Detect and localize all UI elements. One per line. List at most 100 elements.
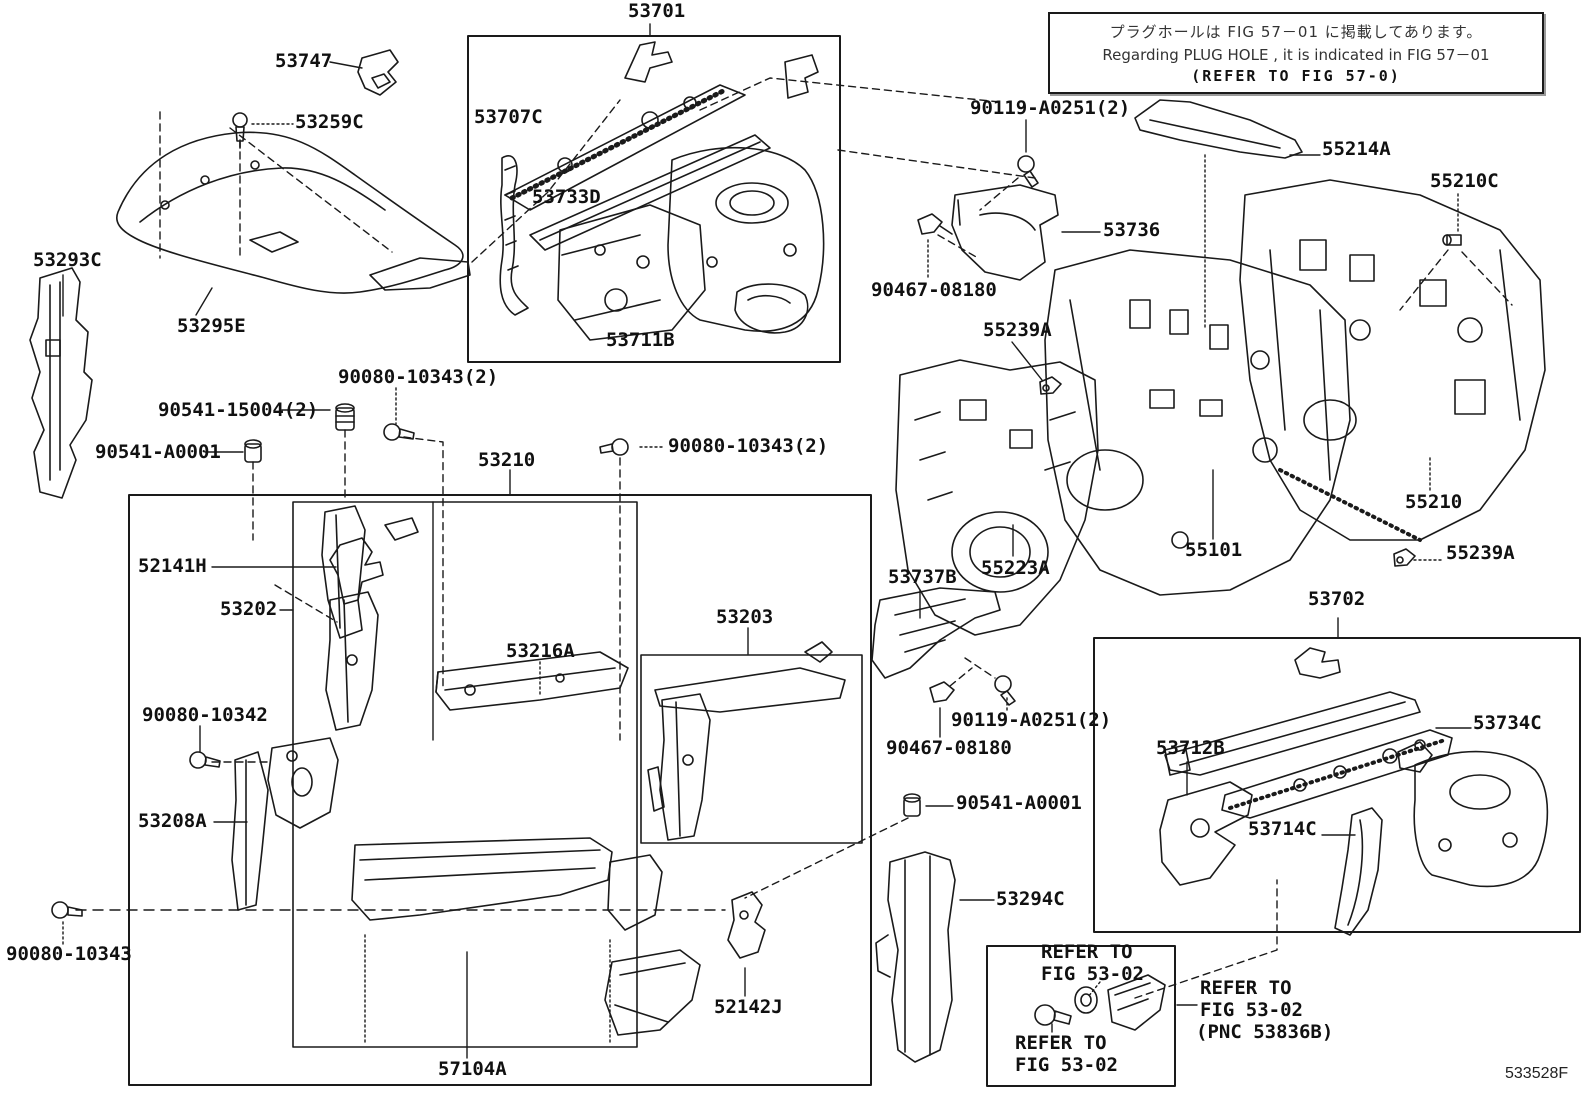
part-label-53711B: 53711B: [606, 329, 675, 351]
sketch-bolt-90119-low: [994, 675, 1016, 706]
note-text-japanese: プラグホールは FIG 57－01 に掲載してあります。: [1109, 23, 1483, 41]
part-label-53202: 53202: [220, 598, 278, 620]
sketch-53712B: [1159, 781, 1253, 886]
part-label-90119-A0251-low: 90119-A0251(2): [951, 709, 1112, 731]
part-label-90541-A0001-low: 90541-A0001: [956, 792, 1082, 814]
sketch-53701-assembly: [499, 41, 825, 341]
box-53701: [467, 35, 841, 363]
part-label-90541-A0001: 90541-A0001: [95, 441, 221, 463]
sketch-bolt-90080-10342: [189, 751, 221, 769]
sketch-52142J: [727, 891, 766, 959]
part-label-53259C: 53259C: [295, 111, 364, 133]
sketch-52141H: [329, 537, 384, 605]
part-label-53203: 53203: [716, 606, 774, 628]
ref-box-line2: FIG 53-02: [1041, 963, 1144, 985]
part-label-90080-10342: 90080-10342: [142, 704, 268, 726]
ref-note-line3: (PNC 53836B): [1196, 1021, 1334, 1043]
part-label-55101: 55101: [1185, 539, 1243, 561]
ref-note-line2: FIG 53-02: [1200, 999, 1303, 1021]
part-label-90467-08180-low: 90467-08180: [886, 737, 1012, 759]
part-label-53736: 53736: [1103, 219, 1161, 241]
part-label-53295E: 53295E: [177, 315, 246, 337]
sketch-dash-panel-55101: [1044, 249, 1351, 596]
sketch-bolt-90080-10343-top: [383, 423, 415, 441]
part-label-55210C: 55210C: [1430, 170, 1499, 192]
part-label-53747: 53747: [275, 50, 333, 72]
sketch-53208A: [231, 737, 339, 911]
sketch-53736: [951, 184, 1059, 281]
sketch-bolt-90080-10343-bl: [51, 901, 83, 919]
note-text-english: Regarding PLUG HOLE , it is indicated in…: [1102, 46, 1490, 64]
sketch-53294C: [875, 851, 956, 1063]
part-label-55239A-right: 55239A: [1446, 542, 1515, 564]
note-text-refer: (REFER TO FIG 57-0): [1191, 67, 1401, 85]
part-label-53701: 53701: [628, 0, 686, 22]
part-label-53712B: 53712B: [1156, 737, 1225, 759]
part-label-53210: 53210: [478, 449, 536, 471]
assembly-boxes: [128, 35, 1581, 1087]
ref-box-line4: FIG 53-02: [1015, 1054, 1118, 1076]
drawing-number: 533528F: [1505, 1065, 1569, 1082]
leader-lines: [62, 23, 1513, 1059]
part-label-90080-10343-top: 90080-10343(2): [338, 366, 499, 388]
sketch-53737B: [871, 587, 1001, 679]
sketch-53216A: [435, 651, 629, 711]
sketch-grommet-90541-low: [903, 793, 921, 817]
part-label-90080-10343-right: 90080-10343(2): [668, 435, 829, 457]
part-label-55214A: 55214A: [1322, 138, 1391, 160]
sketch-53202-members: [321, 505, 419, 731]
part-label-53734C: 53734C: [1473, 712, 1542, 734]
sketch-grommet-90541-A0001: [244, 439, 262, 463]
sketch-53714C: [1334, 807, 1383, 936]
part-label-53293C: 53293C: [33, 249, 102, 271]
sketch-bolt-90080-10343-right: [599, 438, 629, 456]
box-53210: [128, 494, 872, 1086]
part-label-52142J: 52142J: [714, 996, 783, 1018]
box-refer: [986, 945, 1176, 1087]
sketch-53293C: [29, 267, 93, 499]
plug-hole-note-box: プラグホールは FIG 57－01 に掲載してあります。 Regarding P…: [1048, 12, 1544, 94]
part-label-53702: 53702: [1308, 588, 1366, 610]
ref-box-line1: REFER TO: [1041, 941, 1133, 963]
part-label-90080-10343-bl: 90080-10343: [6, 943, 132, 965]
sketch-53702-assembly: [1159, 647, 1549, 936]
sketch-clip-55239A-left: [1039, 376, 1062, 395]
ref-box-line3: REFER TO: [1015, 1032, 1107, 1054]
part-label-53294C: 53294C: [996, 888, 1065, 910]
sketch-refer-hardware: [1034, 974, 1166, 1031]
part-label-90467-08180-top: 90467-08180: [871, 279, 997, 301]
sketch-clip-90467-low: [929, 681, 955, 703]
part-label-57104A: 57104A: [438, 1058, 507, 1080]
part-label-53737B: 53737B: [888, 566, 957, 588]
sketch-clip-55239A-right: [1393, 548, 1416, 567]
sketch-bolt-90119-top: [1017, 155, 1039, 188]
part-label-90119-A0251-top: 90119-A0251(2): [970, 97, 1131, 119]
box-53202-inner: [292, 501, 638, 1048]
part-label-52141H: 52141H: [138, 555, 207, 577]
part-label-53216A: 53216A: [506, 640, 575, 662]
part-label-53707C: 53707C: [474, 106, 543, 128]
sketch-53295E: [116, 131, 471, 294]
sketch-53747: [357, 49, 399, 96]
box-53203: [640, 654, 863, 844]
sketch-53711B: [557, 204, 706, 341]
ref-note-line1: REFER TO: [1200, 977, 1292, 999]
sketch-grommet-90541-15004: [335, 403, 355, 431]
part-label-55239A-left: 55239A: [983, 319, 1052, 341]
sketch-bolt-53259C: [232, 112, 248, 149]
part-label-53208A: 53208A: [138, 810, 207, 832]
sketch-55214A: [1134, 99, 1303, 159]
sketch-clip-55210C: [1442, 234, 1462, 246]
part-label-90541-15004: 90541-15004(2): [158, 399, 319, 421]
box-53702: [1093, 637, 1581, 933]
sketch-53203-parts: [647, 641, 846, 841]
part-label-55210: 55210: [1405, 491, 1463, 513]
part-label-53733D: 53733D: [532, 186, 601, 208]
sketch-clip-90467-top: [917, 213, 953, 235]
sketch-dash-outer-55210: [1239, 179, 1546, 542]
sketch-dash-insulator-55223A: [895, 359, 1099, 636]
part-label-53714C: 53714C: [1248, 818, 1317, 840]
part-label-55223A: 55223A: [981, 557, 1050, 579]
